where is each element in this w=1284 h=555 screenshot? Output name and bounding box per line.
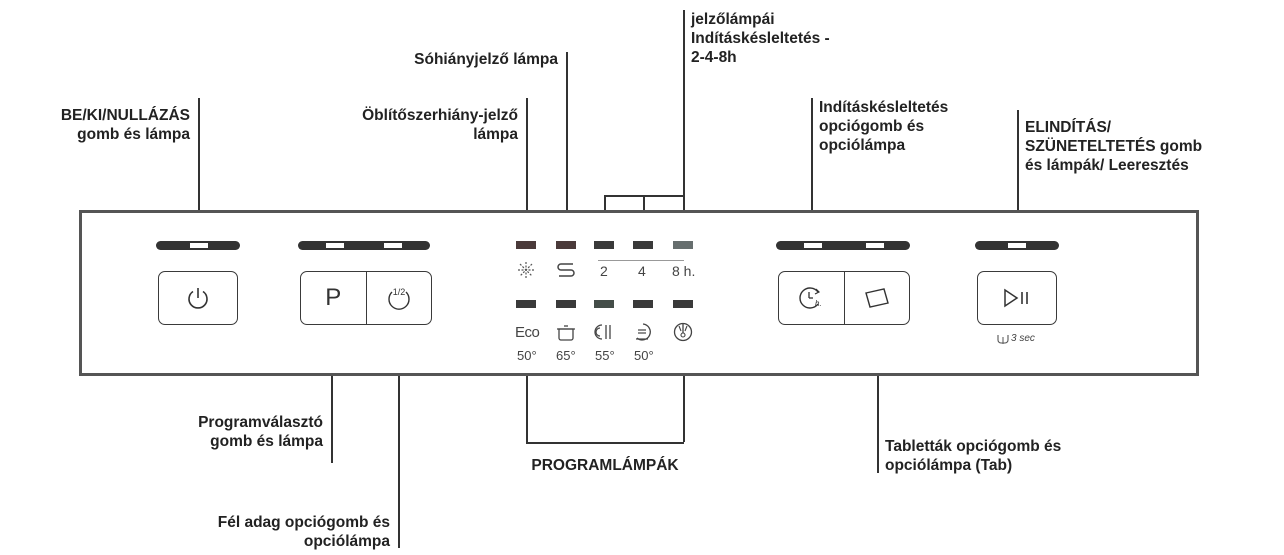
label-start-pause-line3: és lámpák/ Leeresztés	[1025, 157, 1189, 174]
delay-tablet-indicator-bar	[776, 241, 910, 250]
leader-tablets	[877, 325, 879, 473]
rinse-aid-sparkle-icon	[518, 262, 534, 278]
label-rinse-aid: Öblítőszerhiány-jelző lámpa	[280, 106, 518, 144]
label-delay-button: Indításkésleltetés opciógomb és opciólám…	[819, 98, 948, 155]
salt-s-icon	[557, 263, 575, 277]
half-load-icon: 1/2	[388, 287, 410, 310]
delay-2h-lamp	[594, 241, 614, 249]
half-load-symbol: 1/2	[392, 287, 405, 297]
label-start-pause-line1: ELINDÍTÁS/	[1025, 119, 1112, 136]
program-normal-lamp	[594, 300, 614, 308]
leader-delay-lamps	[683, 10, 685, 195]
delay-button-symbol: h.	[815, 299, 822, 308]
half-load-button[interactable]: 1/2	[365, 272, 432, 324]
plate-cutlery-icon	[594, 324, 611, 340]
label-delay-lamps-line1: jelzőlámpái	[691, 11, 775, 28]
start-pause-indicator-bar	[975, 241, 1059, 250]
program-indicator-bar	[298, 241, 430, 250]
tablet-button[interactable]	[843, 272, 910, 324]
program-prewash-lamp	[673, 300, 693, 308]
label-on-off: BE/KI/NULLÁZÁS gomb és lámpa	[20, 106, 190, 144]
play-pause-icon	[1004, 288, 1028, 308]
delay-4h-lamp	[633, 241, 653, 249]
drain-icon	[997, 335, 1009, 344]
label-program-lamps-line1: PROGRAMLÁMPÁK	[531, 457, 679, 474]
delay-hours-8: 8 h.	[672, 263, 696, 279]
clock-delay-icon: h.	[799, 287, 822, 309]
program-temp-intensive: 65°	[556, 348, 576, 363]
label-delay-lamps: jelzőlámpái Indításkésleltetés - 2-4-8h	[691, 10, 830, 67]
label-program-select-line2: gomb és lámpa	[210, 433, 323, 450]
label-start-pause-line2: SZÜNETELTETÉS gomb	[1025, 138, 1203, 155]
label-tablets: Tabletták opciógomb és opciólámpa (Tab)	[885, 437, 1061, 475]
leader-on-off	[198, 98, 200, 270]
label-half-load: Fél adag opciógomb és opciólámpa	[120, 513, 390, 551]
tablet-icon	[864, 288, 889, 308]
label-start-pause: ELINDÍTÁS/ SZÜNETELTETÉS gomb és lámpák/…	[1025, 118, 1202, 175]
delay-button[interactable]: h.	[779, 272, 844, 324]
leader-rinse-aid	[526, 98, 528, 240]
label-delay-button-line1: Indításkésleltetés	[819, 99, 949, 116]
leader-delay-button	[811, 98, 813, 270]
label-delay-button-line2: opciógomb és	[819, 118, 925, 135]
delay-hours-2: 2	[600, 263, 608, 279]
program-intensive-lamp	[556, 300, 576, 308]
program-eco-lamp	[516, 300, 536, 308]
label-delay-lamps-line3: 2-4-8h	[691, 49, 737, 66]
label-on-off-line1: BE/KI/NULLÁZÁS	[60, 107, 190, 124]
program-temp-fast: 50°	[634, 348, 654, 363]
leader-half-load	[398, 325, 400, 548]
leader-program-lamps-right	[683, 345, 685, 442]
label-salt-line1: Sóhiányjelző lámpa	[414, 51, 558, 68]
label-delay-lamps-line2: Indításkésleltetés -	[691, 30, 830, 47]
label-half-load-line2: opciólámpa	[303, 533, 390, 550]
label-tablets-line2: opciólámpa (Tab)	[885, 457, 1013, 474]
glass-plate-icon	[636, 323, 651, 341]
leader-program-select	[331, 325, 333, 463]
label-on-off-line2: gomb és lámpa	[77, 126, 190, 143]
label-rinse-aid-line2: lámpa	[473, 126, 518, 143]
leader-salt	[566, 52, 568, 240]
prewash-icon	[673, 322, 693, 342]
delay-8h-lamp	[673, 241, 693, 249]
on-off-button[interactable]	[158, 271, 238, 325]
label-program-select: Programválasztó gomb és lámpa	[120, 413, 323, 451]
rinse-aid-lamp	[516, 241, 536, 249]
label-tablets-line1: Tabletták opciógomb és	[885, 438, 1062, 455]
delay-hours-underline	[598, 260, 684, 261]
leader-start-pause	[1017, 110, 1019, 270]
drain-hint: 3 sec	[1011, 333, 1035, 344]
delay-tablet-button-group: h.	[778, 271, 910, 325]
label-program-select-line1: Programválasztó	[198, 414, 323, 431]
pot-icon	[557, 325, 575, 341]
program-temp-normal: 55°	[595, 348, 615, 363]
delay-hours-4: 4	[638, 263, 646, 279]
program-half-load-button-group: P 1/2	[300, 271, 432, 325]
label-half-load-line1: Fél adag opciógomb és	[217, 514, 390, 531]
eco-icon: Eco	[515, 324, 540, 341]
program-p-icon: P	[325, 284, 342, 311]
program-fast-lamp	[633, 300, 653, 308]
salt-lamp	[556, 241, 576, 249]
label-delay-button-line3: opciólámpa	[819, 137, 906, 154]
label-rinse-aid-line1: Öblítőszerhiány-jelző	[362, 107, 518, 124]
on-off-indicator-bar	[156, 241, 240, 250]
program-temp-eco: 50°	[517, 348, 537, 363]
start-pause-button[interactable]	[977, 271, 1057, 325]
program-button[interactable]: P	[301, 272, 366, 324]
leader-program-lamps-bracket	[526, 442, 684, 444]
power-icon	[188, 288, 208, 309]
label-salt: Sóhiányjelző lámpa	[330, 50, 558, 69]
label-program-lamps: PROGRAMLÁMPÁK	[500, 456, 710, 475]
